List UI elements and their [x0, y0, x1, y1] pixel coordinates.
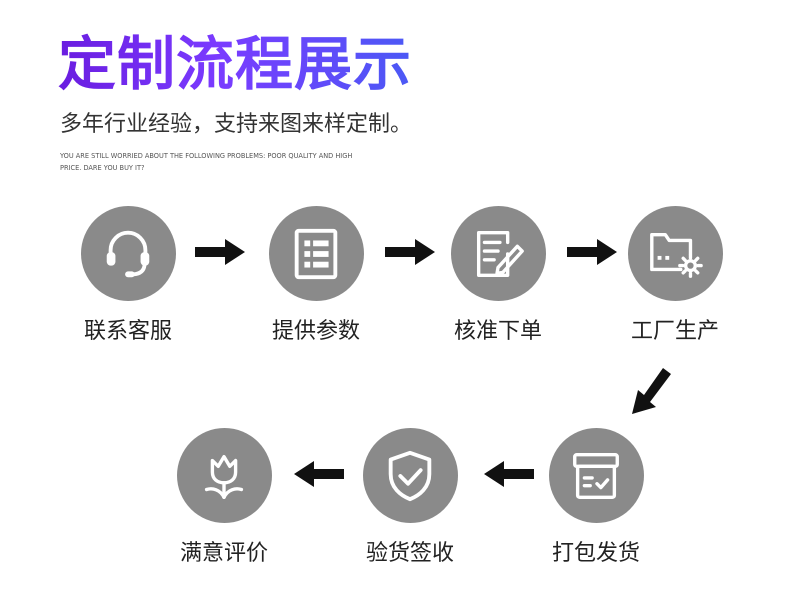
step-label: 打包发货 [551, 541, 640, 566]
step-label: 验货签收 [365, 541, 454, 566]
step-pack-ship: 打包发货 [536, 428, 656, 567]
step-label: 提供参数 [271, 319, 360, 344]
step-label: 联系客服 [83, 319, 172, 344]
step-circle [80, 206, 176, 301]
step-circle [548, 428, 644, 523]
document-pen-icon [476, 230, 524, 277]
step-circle [362, 428, 458, 523]
arrow-left-icon [484, 461, 534, 487]
step-circle [176, 428, 272, 523]
tulip-icon [204, 454, 244, 499]
folder-gear-icon [650, 232, 703, 278]
step-label: 核准下单 [453, 319, 542, 344]
spreadsheet-icon [294, 228, 338, 279]
step-satisfied-review: 满意评价 [164, 428, 284, 567]
step-factory-production: 工厂生产 [615, 206, 735, 345]
arrow-left-icon [294, 461, 344, 487]
step-provide-parameters: 提供参数 [256, 206, 376, 345]
arrow-right-icon [385, 239, 435, 265]
arrow-right-icon [195, 239, 245, 265]
arrow-down-left-icon [632, 368, 671, 414]
step-circle [627, 206, 723, 301]
shield-check-icon [388, 450, 432, 501]
step-approve-order: 核准下单 [438, 206, 558, 345]
arrow-right-icon [567, 239, 617, 265]
step-inspect-sign: 验货签收 [350, 428, 470, 567]
english-note: YOU ARE STILL WORRIED ABOUT THE FOLLOWIN… [60, 152, 353, 172]
page-title: 定制流程展示 [58, 30, 413, 98]
step-label: 满意评价 [179, 541, 268, 566]
step-circle [450, 206, 546, 301]
step-label: 工厂生产 [630, 319, 719, 344]
package-box-icon [573, 452, 619, 499]
headset-icon [106, 230, 150, 277]
page-subtitle: 多年行业经验，支持来图来样定制。 [60, 112, 413, 137]
step-circle [268, 206, 364, 301]
step-contact-service: 联系客服 [68, 206, 188, 345]
